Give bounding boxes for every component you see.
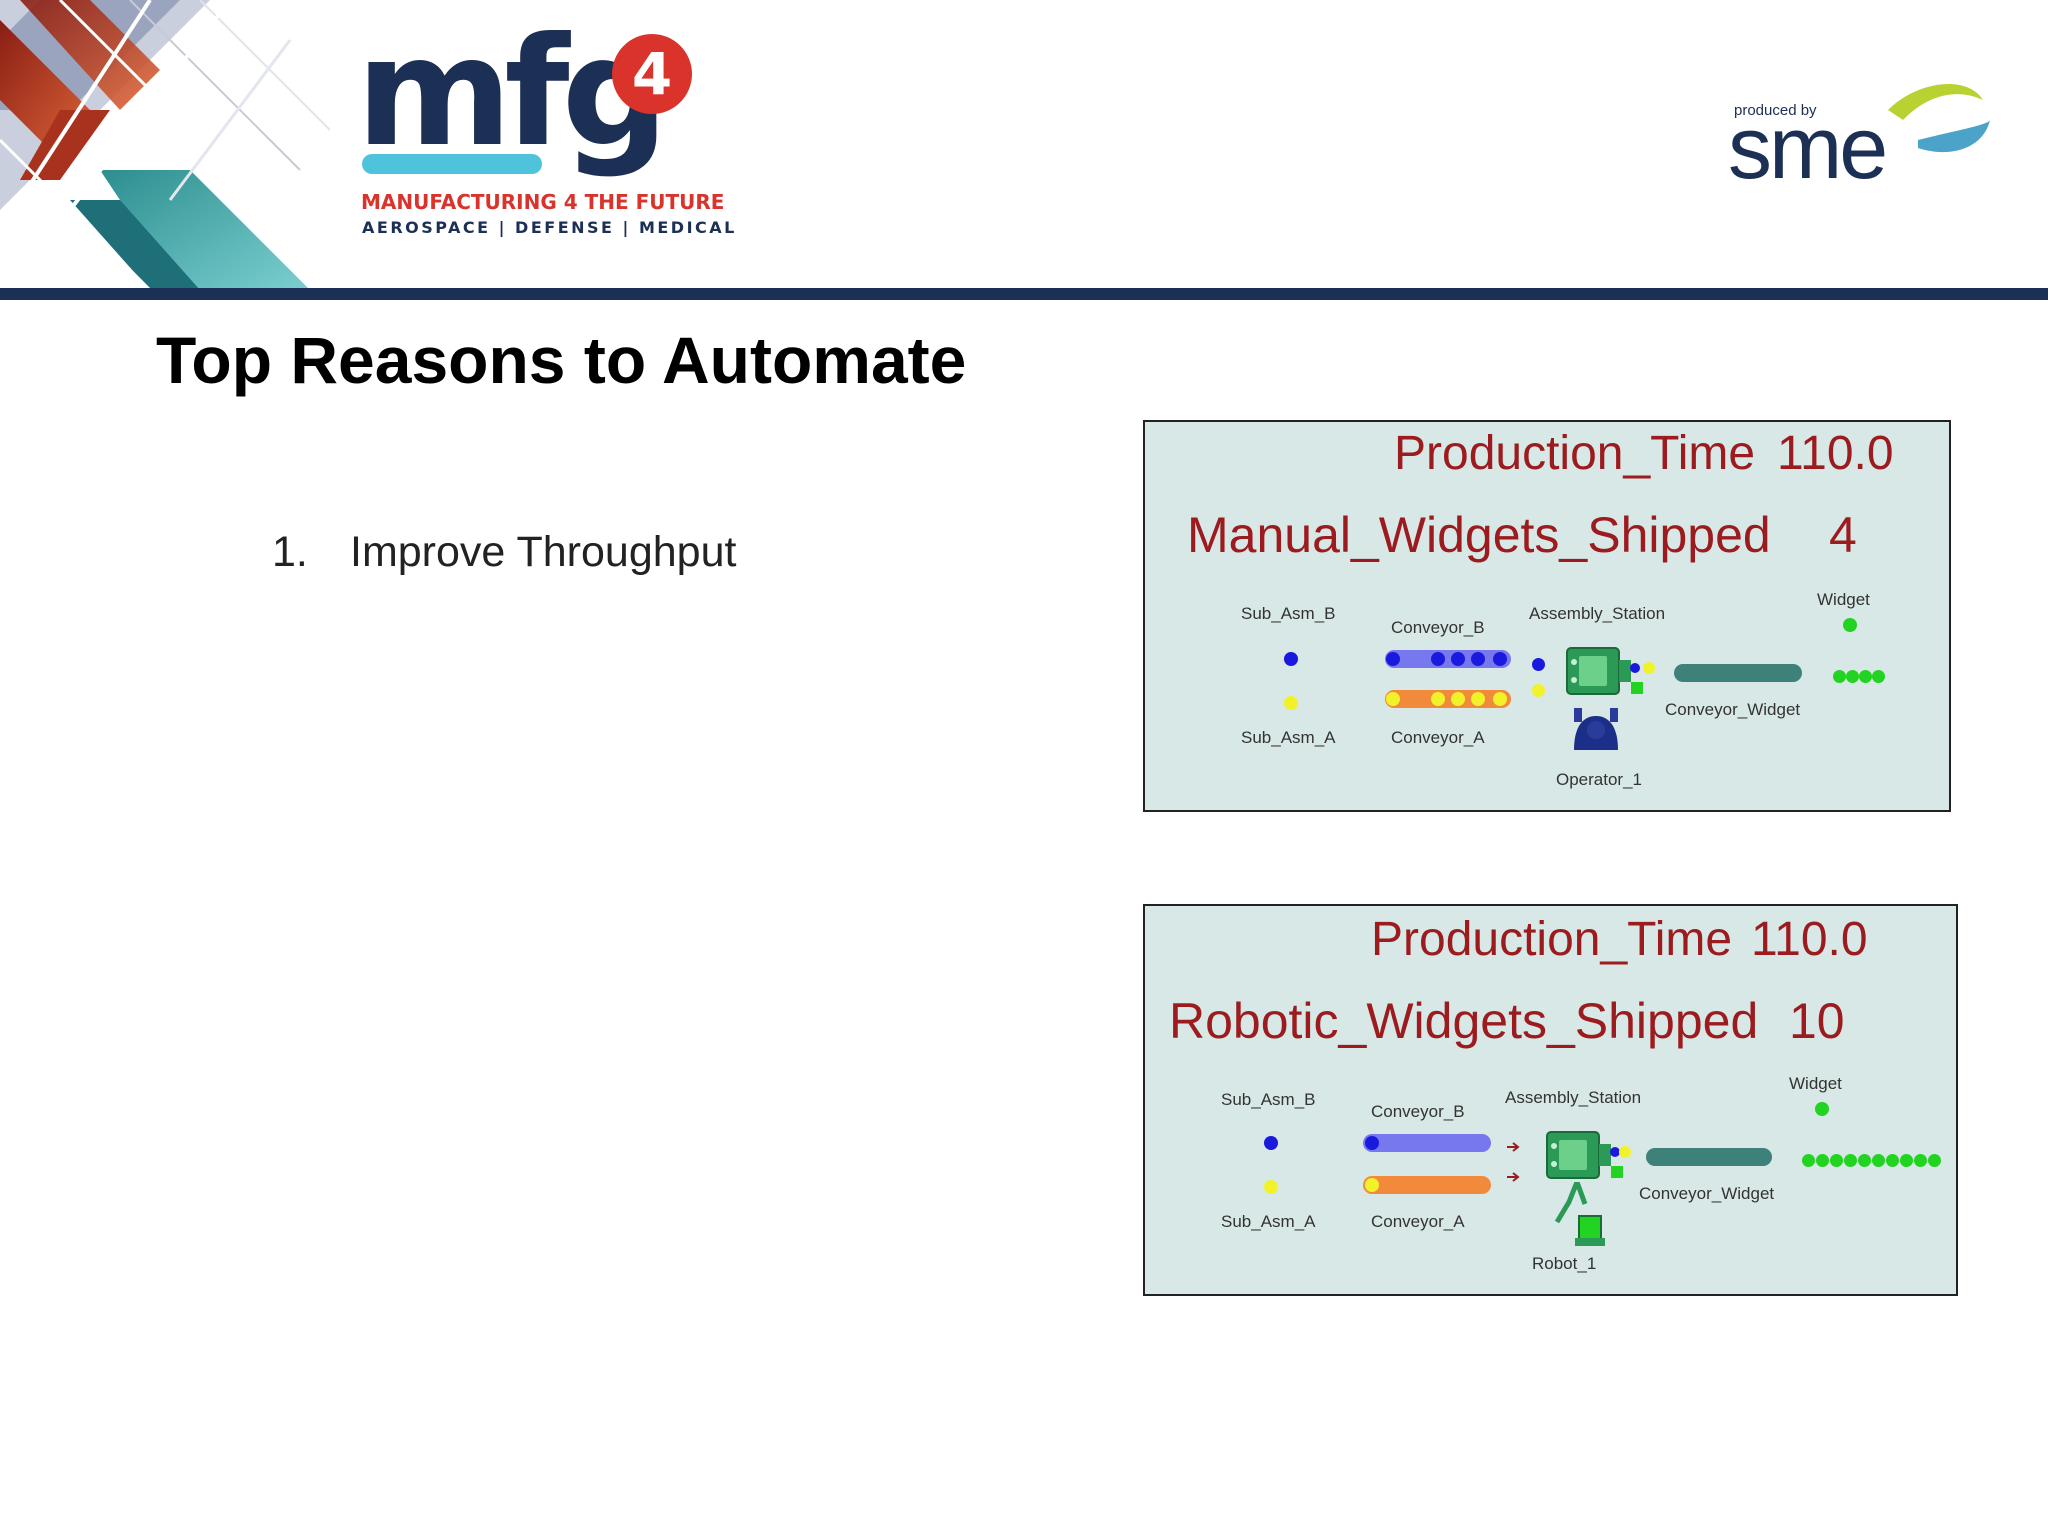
shipped-widget — [1858, 1154, 1871, 1167]
widget-dot — [1843, 618, 1857, 632]
conveyor-a-item — [1365, 1178, 1379, 1192]
list-item-text: Improve Throughput — [350, 528, 737, 576]
conveyor-a-item — [1431, 692, 1445, 706]
shipped-widget — [1914, 1154, 1927, 1167]
sub-asm-a-label: Sub_Asm_A — [1241, 728, 1336, 747]
operator-label: Operator_1 — [1556, 770, 1642, 789]
slide-title: Top Reasons to Automate — [156, 323, 967, 397]
widget-label: Widget — [1817, 590, 1870, 609]
shipped-widget — [1872, 670, 1885, 683]
conveyor-b-item — [1431, 652, 1445, 666]
svg-text:4: 4 — [632, 40, 672, 108]
station-queue-a-dot — [1532, 684, 1545, 697]
arrow-right-icon — [1507, 1172, 1520, 1182]
assembly-station-icon — [1546, 1131, 1623, 1179]
widget-dot — [1815, 1102, 1829, 1116]
robotic-simulation-panel: Production_Time 110.0 Robotic_Widgets_Sh… — [1143, 904, 1958, 1296]
sub-asm-b-dot — [1264, 1136, 1278, 1150]
header-divider — [0, 288, 2048, 300]
robot-label: Robot_1 — [1532, 1254, 1597, 1273]
shipped-widget — [1833, 670, 1846, 683]
station-output-dot — [1619, 1146, 1631, 1158]
shipped-widget — [1816, 1154, 1829, 1167]
conveyor-b-item — [1365, 1136, 1379, 1150]
conveyor-a-item — [1493, 692, 1507, 706]
mfg-sectors: AEROSPACE | DEFENSE | MEDICAL — [362, 218, 737, 237]
shipped-widget — [1802, 1154, 1815, 1167]
assembly-station-label: Assembly_Station — [1529, 604, 1666, 623]
sub-asm-b-label: Sub_Asm_B — [1221, 1090, 1316, 1109]
conveyor-widget-bar — [1674, 664, 1802, 682]
list-item: 1. Improve Throughput — [272, 528, 736, 577]
operator-icon — [1574, 708, 1618, 750]
conveyor-a-item — [1471, 692, 1485, 706]
widgets-shipped-label: Robotic_Widgets_Shipped — [1169, 993, 1759, 1049]
production-time-label: Production_Time — [1371, 913, 1733, 966]
conveyor-widget-bar — [1646, 1148, 1772, 1166]
manual-simulation-panel: Production_Time 110.0 Manual_Widgets_Shi… — [1143, 420, 1951, 812]
sub-asm-a-dot — [1264, 1180, 1278, 1194]
shipped-widget — [1844, 1154, 1857, 1167]
assembly-station-label: Assembly_Station — [1505, 1088, 1642, 1107]
shipped-widget — [1830, 1154, 1843, 1167]
sub-asm-b-label: Sub_Asm_B — [1241, 604, 1336, 623]
conveyor-b-item — [1451, 652, 1465, 666]
conveyor-a-item — [1451, 692, 1465, 706]
mfg-tagline: MANUFACTURING 4 THE FUTURE — [361, 190, 725, 214]
conveyor-a-label: Conveyor_A — [1371, 1212, 1465, 1231]
list-item-number: 1. — [272, 528, 308, 576]
widgets-shipped-value: 4 — [1829, 507, 1857, 563]
arrow-right-icon — [1507, 1142, 1520, 1152]
sub-asm-a-dot — [1284, 696, 1298, 710]
shipped-widget — [1872, 1154, 1885, 1167]
shipped-widget — [1928, 1154, 1941, 1167]
conveyor-b-item — [1471, 652, 1485, 666]
conveyor-b-item — [1493, 652, 1507, 666]
widgets-shipped-label: Manual_Widgets_Shipped — [1187, 507, 1771, 563]
shipped-widget — [1846, 670, 1859, 683]
production-time-label: Production_Time — [1394, 427, 1756, 480]
slide-header: mfg 4 MANUFACTURING 4 THE FUTURE AEROSPA… — [0, 0, 2048, 290]
sme-produced-by: produced by — [1734, 102, 1817, 119]
conveyor-a-label: Conveyor_A — [1391, 728, 1485, 747]
conveyor-widget-label: Conveyor_Widget — [1639, 1184, 1775, 1203]
conveyor-a-bar — [1363, 1176, 1491, 1194]
station-queue-b-dot — [1532, 658, 1545, 671]
conveyor-widget-label: Conveyor_Widget — [1665, 700, 1801, 719]
conveyor-b-label: Conveyor_B — [1371, 1102, 1465, 1121]
sme-wordmark: sme — [1728, 98, 1888, 197]
sme-swoosh-icon — [1888, 83, 1990, 153]
production-time-value: 110.0 — [1777, 427, 1894, 480]
sub-asm-a-label: Sub_Asm_A — [1221, 1212, 1316, 1231]
robot-arm-icon — [1554, 1182, 1605, 1246]
widget-label: Widget — [1789, 1074, 1842, 1093]
assembly-station-icon — [1566, 647, 1643, 695]
production-time-value: 110.0 — [1751, 913, 1868, 966]
widgets-shipped-value: 10 — [1789, 993, 1845, 1049]
shipped-widget — [1859, 670, 1872, 683]
station-output-dot — [1643, 662, 1655, 674]
conveyor-b-bar — [1363, 1134, 1491, 1152]
header-decoration-image — [0, 0, 330, 290]
mfg4-logo-icon: mfg 4 — [356, 26, 692, 180]
conveyor-a-item — [1386, 692, 1400, 706]
shipped-widget — [1886, 1154, 1899, 1167]
conveyor-b-item — [1386, 652, 1400, 666]
shipped-widget — [1900, 1154, 1913, 1167]
conveyor-b-label: Conveyor_B — [1391, 618, 1485, 637]
sub-asm-b-dot — [1284, 652, 1298, 666]
